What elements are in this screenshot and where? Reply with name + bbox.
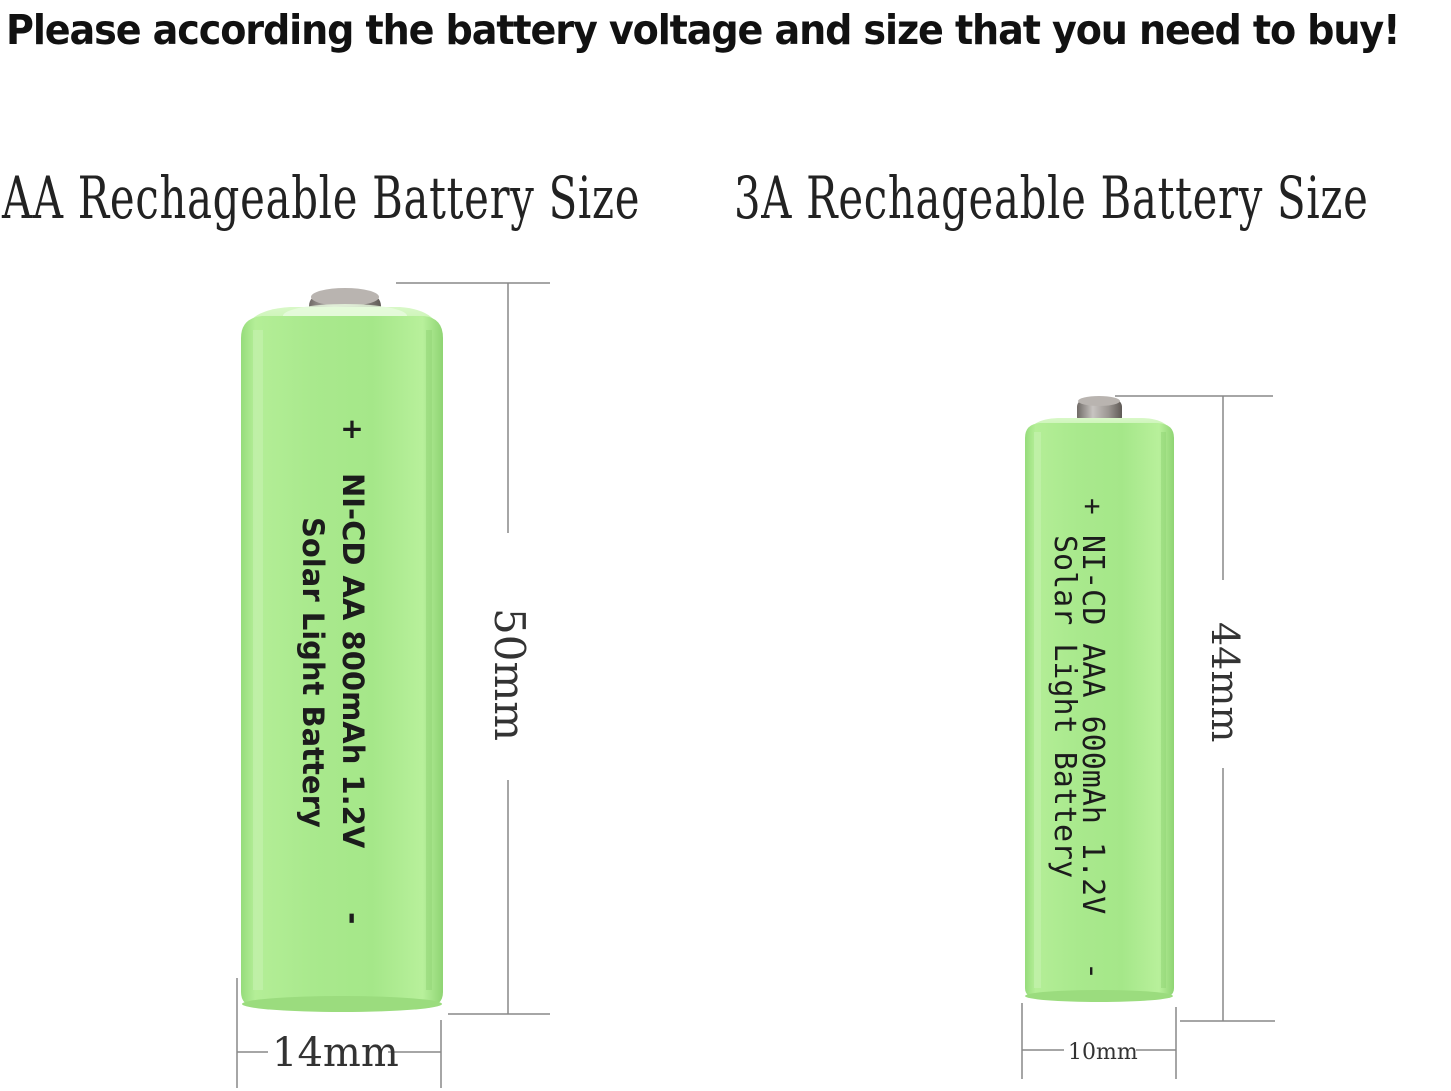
aaa-width-dimension [1021, 1003, 1177, 1079]
aaa-width-label: 10mm [1068, 1040, 1138, 1065]
aaa-label-line1: NI-CD AAA 600mAh 1.2V [1075, 535, 1110, 914]
aa-label-line2: Solar Light Battery [296, 517, 330, 828]
aa-battery: + NI-CD AA 800mAh 1.2V Solar Light Batte… [241, 288, 443, 1012]
aa-size-title: AA Rechageable Battery Size [2, 164, 641, 232]
aaa-body [1025, 423, 1174, 998]
aa-height-label: 50mm [485, 608, 534, 741]
aaa-minus-sign: - [1075, 962, 1110, 980]
aa-label-line1: NI-CD AA 800mAh 1.2V [336, 473, 370, 849]
aaa-size-title: 3A Rechageable Battery Size [734, 164, 1369, 232]
aa-width-label: 14mm [272, 1030, 399, 1076]
aaa-label-line2: Solar Light Battery [1047, 535, 1082, 878]
aaa-battery: + NI-CD AAA 600mAh 1.2V Solar Light Batt… [1025, 396, 1174, 1002]
aa-plus-sign: + [340, 412, 363, 445]
headline-text: Please according the battery voltage and… [6, 6, 1401, 54]
aaa-height-dimension [1115, 395, 1275, 1022]
aa-minus-sign: - [335, 912, 370, 924]
aa-height-dimension [396, 282, 550, 1015]
aa-body [241, 316, 443, 1007]
aaa-plus-sign: + [1084, 489, 1101, 522]
aa-width-dimension [236, 978, 442, 1088]
aaa-height-label: 44mm [1203, 622, 1247, 742]
